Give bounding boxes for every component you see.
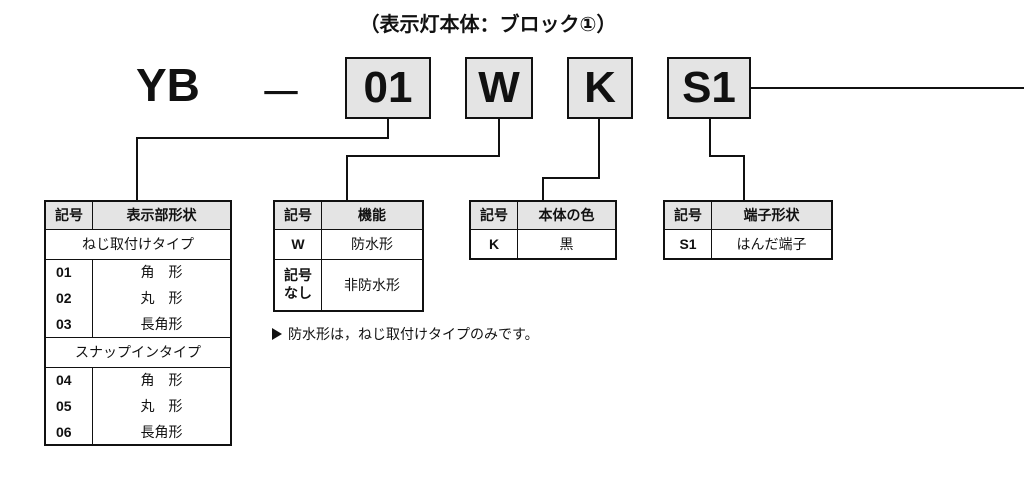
table-header: 端子形状: [711, 200, 833, 230]
connector-line: [709, 119, 711, 157]
table-cell-value: 防水形: [321, 228, 424, 260]
table-cell-code: K: [469, 228, 518, 260]
triangle-bullet-icon: [272, 328, 282, 340]
table-cell-value: 角 形: [92, 366, 232, 393]
function-note: 防水形は，ねじ取付けタイプのみです。: [288, 327, 539, 343]
table-cell-value: はんだ端子: [711, 228, 833, 260]
connector-line: [498, 119, 500, 157]
code-box-color: K: [567, 57, 633, 119]
connector-line: [598, 119, 600, 179]
table-cell-code: 05: [44, 393, 93, 419]
table-header: 本体の色: [517, 200, 617, 230]
table-cell-value: 丸 形: [92, 285, 232, 311]
table-cell-value: 黒: [517, 228, 617, 260]
title: （表示灯本体：ブロック①）: [359, 12, 617, 36]
table-cell-value: 非防水形: [321, 258, 424, 312]
table-cell-code: 01: [44, 258, 93, 285]
group-label-snapin: スナップインタイプ: [44, 336, 232, 368]
table-header: 記号: [469, 200, 518, 230]
table-cell-code: 記号 なし: [273, 258, 322, 312]
table-cell-code: 04: [44, 366, 93, 393]
connector-line: [542, 177, 544, 200]
table-header: 機能: [321, 200, 424, 230]
connector-line: [709, 155, 745, 157]
table-cell-code: S1: [663, 228, 712, 260]
table-header: 表示部形状: [92, 200, 232, 230]
code-box-function: W: [465, 57, 533, 119]
table-cell-code: W: [273, 228, 322, 260]
table-header: 記号: [273, 200, 322, 230]
color-table: 記号 本体の色 K 黒: [469, 200, 617, 260]
table-cell-value: 丸 形: [92, 393, 232, 419]
table-cell-code: 06: [44, 419, 93, 446]
connector-line: [136, 137, 138, 200]
table-cell-value: 角 形: [92, 258, 232, 285]
connector-line: [346, 155, 348, 200]
connector-line: [346, 155, 500, 157]
connector-line: [136, 137, 389, 139]
table-cell-value: 長角形: [92, 311, 232, 338]
connector-line: [387, 119, 389, 139]
function-table: 記号 機能 W 防水形 記号 なし 非防水形: [273, 200, 424, 312]
table-header: 記号: [663, 200, 712, 230]
connector-line: [743, 155, 745, 200]
terminal-table: 記号 端子形状 S1 はんだ端子: [663, 200, 833, 260]
table-cell-code: 02: [44, 285, 93, 311]
table-cell-code: 03: [44, 311, 93, 338]
group-label-screw: ねじ取付けタイプ: [44, 228, 232, 260]
model-prefix: YB: [136, 59, 200, 111]
table-cell-value: 長角形: [92, 419, 232, 446]
model-dash: －: [258, 68, 304, 120]
continuation-line: [751, 87, 1024, 89]
code-box-terminal: S1: [667, 57, 751, 119]
code-box-shape: 01: [345, 57, 431, 119]
table-header: 記号: [44, 200, 93, 230]
connector-line: [542, 177, 600, 179]
